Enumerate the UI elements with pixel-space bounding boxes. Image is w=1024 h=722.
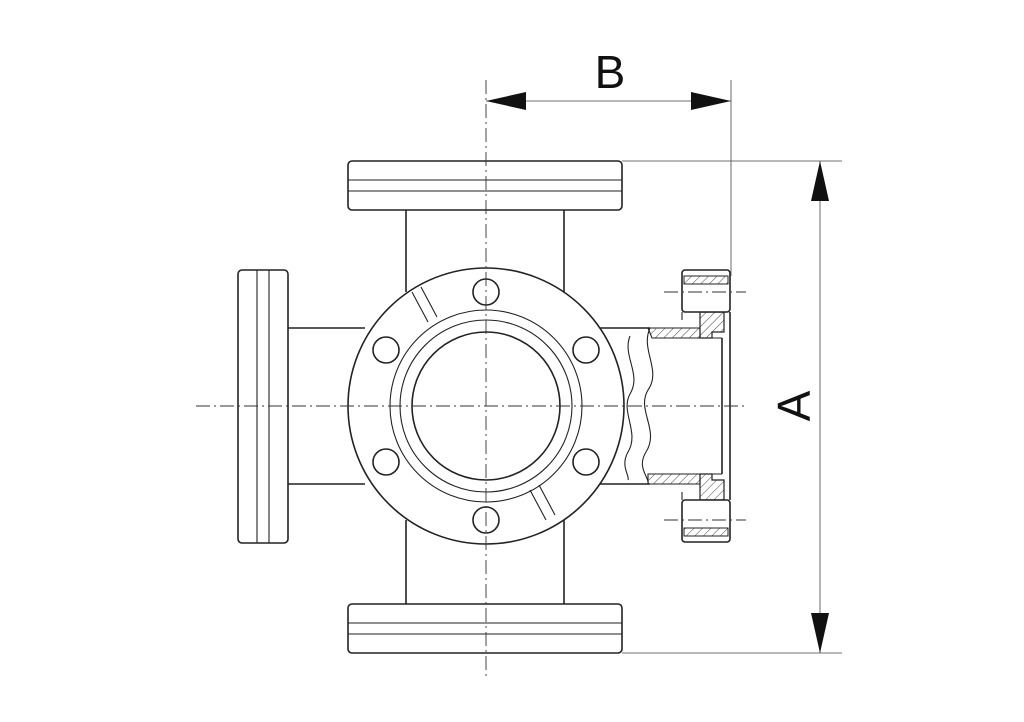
- vertical-tube: [405, 210, 565, 604]
- right-sectioned-port: [598, 269, 746, 543]
- left-tube: [288, 327, 365, 485]
- center-lines: [196, 80, 744, 680]
- bolt-hole: [572, 336, 600, 364]
- bolt-hole: [572, 448, 600, 476]
- bottom-flange: [347, 603, 623, 654]
- bolt-hole: [372, 448, 400, 476]
- dimension-b-label: B: [595, 46, 626, 98]
- dimension-b: B: [486, 46, 732, 276]
- dimension-a-label: A: [768, 390, 820, 421]
- dimension-a: A: [622, 160, 842, 654]
- left-flange: [237, 269, 289, 544]
- bolt-hole: [372, 336, 400, 364]
- top-flange: [347, 160, 623, 211]
